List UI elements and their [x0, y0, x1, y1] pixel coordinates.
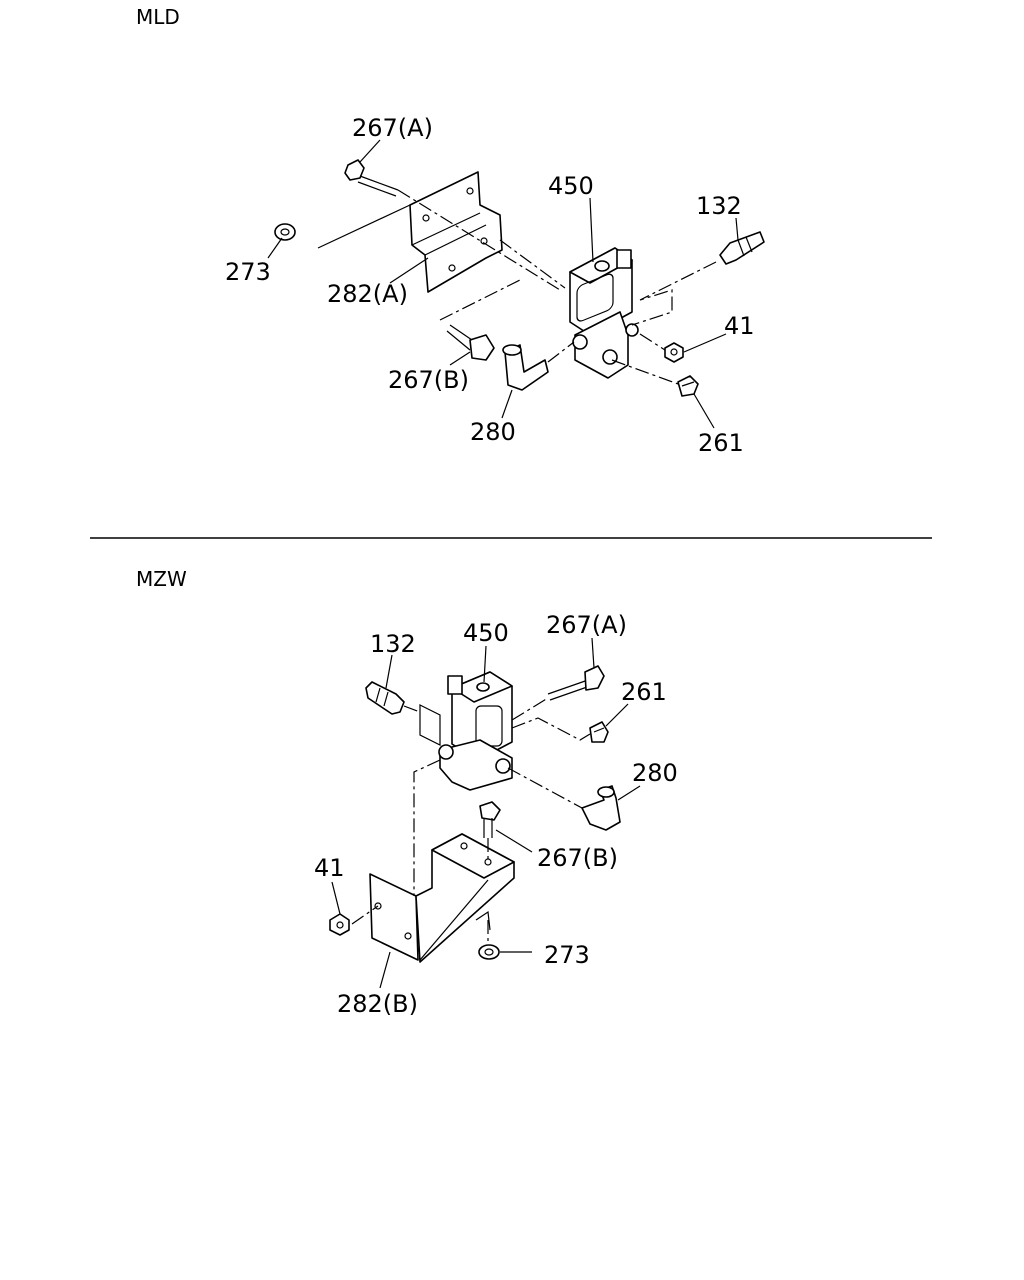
callout-267a: 267(A) [352, 114, 433, 142]
callout-282a: 282(A) [327, 280, 408, 308]
callout-132: 132 [696, 192, 742, 220]
section-code-mzw: MZW [136, 567, 187, 591]
elbow-280 [502, 344, 549, 391]
plug-261-mzw [589, 721, 609, 743]
dash-line-plug-mzw [511, 717, 591, 741]
bracket-282b [369, 833, 515, 963]
bolt-267a-mzw [547, 665, 605, 701]
dash-line-bolt-a-mzw [511, 697, 549, 721]
callout-280: 280 [470, 418, 516, 446]
dash-line-plug [611, 359, 679, 385]
section-code-mld: MLD [136, 5, 180, 29]
nut-41 [664, 342, 684, 363]
bolt-267b [446, 324, 495, 361]
dash-line-bolt-b [439, 279, 521, 321]
dash-line-nut-mzw [351, 905, 379, 925]
callout-450: 450 [548, 172, 594, 200]
callout-267b: 267(B) [388, 366, 469, 394]
callout-41: 41 [724, 312, 755, 340]
dash-line-bracket [499, 239, 566, 289]
callout-132-mzw: 132 [370, 630, 416, 658]
callout-280-mzw: 280 [632, 759, 678, 787]
callout-267b-mzw: 267(B) [537, 844, 618, 872]
bolt-267b-mzw [479, 801, 501, 838]
dash-line-fitting [631, 261, 717, 326]
elbow-280-mzw [581, 785, 621, 831]
callout-261: 261 [698, 429, 744, 457]
washer-273-mzw [478, 944, 500, 960]
callout-273: 273 [225, 258, 271, 286]
dash-line-nut [639, 333, 666, 351]
callout-267a-mzw: 267(A) [546, 611, 627, 639]
solenoid-valve-450 [569, 247, 639, 379]
dash-line-bolt-a [397, 189, 561, 291]
callout-261-mzw: 261 [621, 678, 667, 706]
fitting-132-mzw [365, 681, 405, 715]
washer-273 [274, 223, 296, 241]
dash-line-elbow [547, 341, 575, 363]
callout-450-mzw: 450 [463, 619, 509, 647]
solenoid-valve-450-mzw [419, 671, 513, 791]
callout-273-mzw: 273 [544, 941, 590, 969]
plug-261 [677, 375, 699, 397]
leader-washer-bracket [317, 204, 411, 249]
callout-282b-mzw: 282(B) [337, 990, 418, 1018]
dash-line-elbow-mzw [507, 767, 583, 809]
nut-41-mzw [329, 913, 350, 936]
dash-line-bracket-mzw [413, 759, 441, 896]
fitting-132 [719, 231, 765, 265]
dash-line-fitting-mzw [403, 705, 421, 713]
callout-41-mzw: 41 [314, 854, 345, 882]
bracket-282a [409, 171, 503, 293]
bolt-267a [344, 159, 399, 197]
